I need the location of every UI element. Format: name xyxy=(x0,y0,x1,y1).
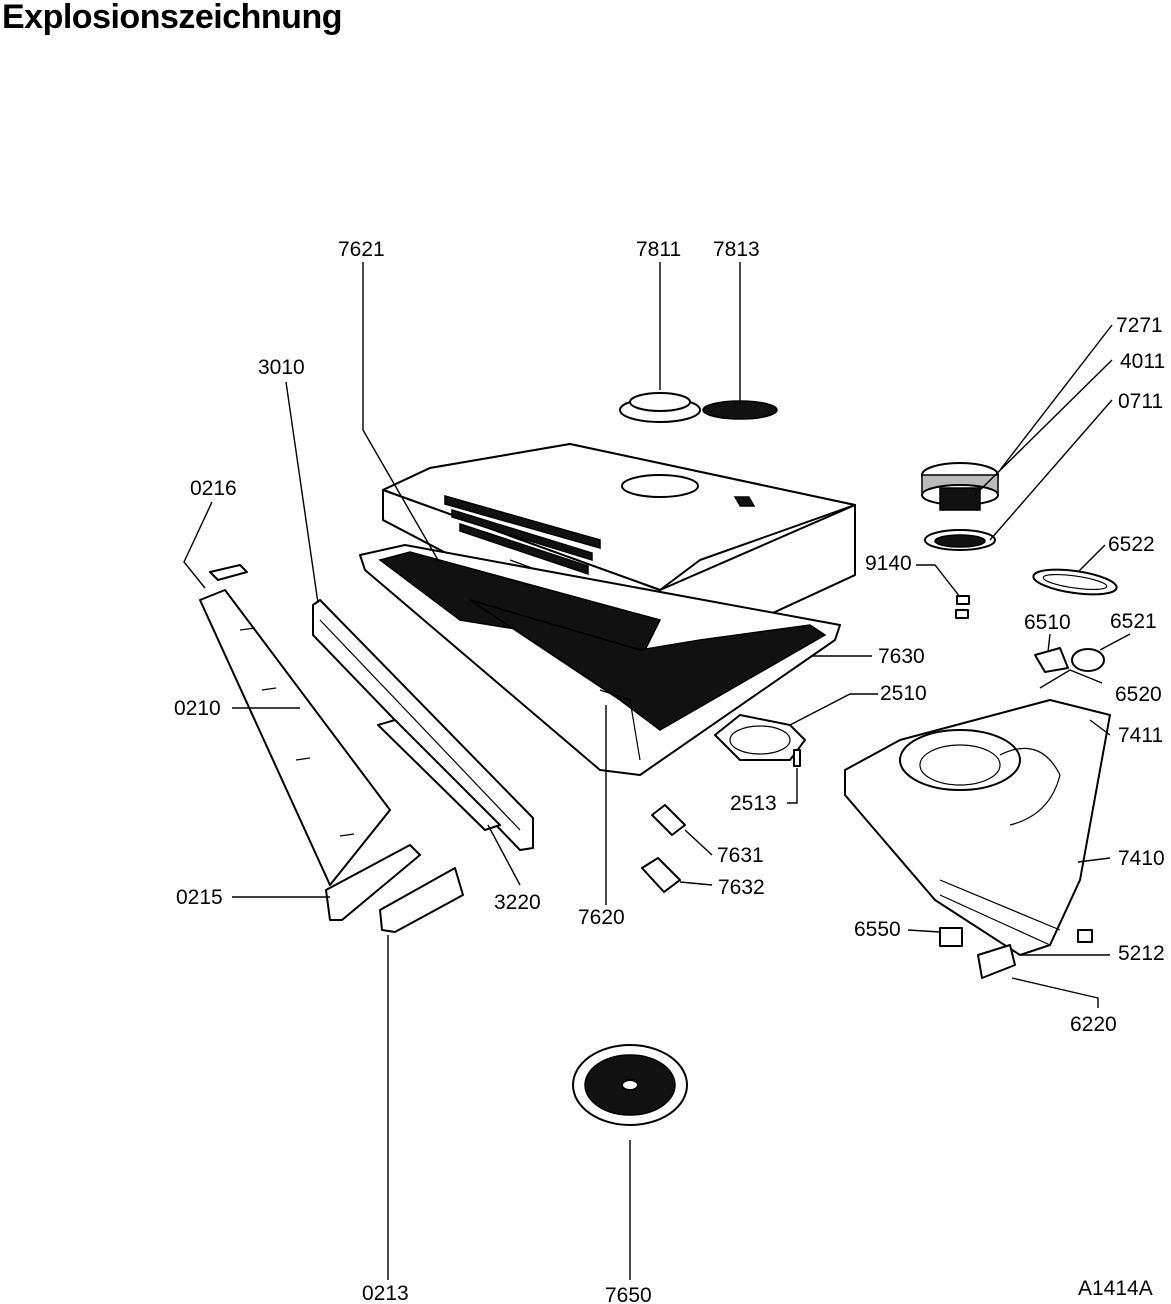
label-0213: 0213 xyxy=(362,1282,409,1304)
label-7621: 7621 xyxy=(338,238,385,261)
switch-6550 xyxy=(939,927,963,947)
oval-plate-6522 xyxy=(1032,568,1118,596)
label-6550: 6550 xyxy=(854,918,901,941)
page-title: Explosionszeichnung xyxy=(2,0,342,36)
label-9140: 9140 xyxy=(865,552,912,575)
drawing-reference: A1414A xyxy=(1078,1277,1153,1300)
fan-housing-7410 xyxy=(844,699,1111,956)
label-6510: 6510 xyxy=(1024,611,1071,634)
motor-stack xyxy=(921,462,999,551)
label-7411: 7411 xyxy=(1118,724,1163,747)
leader-lines xyxy=(183,262,1131,1280)
handle-0215 xyxy=(325,844,421,921)
glass-panel-0210 xyxy=(199,589,391,886)
label-7811: 7811 xyxy=(636,238,681,261)
label-3010: 3010 xyxy=(258,356,305,379)
label-2513: 2513 xyxy=(730,792,777,815)
label-5212: 5212 xyxy=(1118,942,1165,965)
label-4011: 4011 xyxy=(1120,350,1165,373)
lamp-assembly xyxy=(1034,647,1105,673)
carbon-filter-7650 xyxy=(572,1044,688,1126)
front-panel-3010 xyxy=(312,599,534,851)
label-2510: 2510 xyxy=(880,682,927,705)
label-0210: 0210 xyxy=(174,697,221,720)
label-7410: 7410 xyxy=(1118,847,1165,870)
bracket-0216 xyxy=(209,564,248,581)
oval-duct xyxy=(714,714,806,761)
label-0216: 0216 xyxy=(190,477,237,500)
label-0711: 0711 xyxy=(1118,390,1163,413)
label-7813: 7813 xyxy=(713,238,760,261)
small-nut-9140 xyxy=(955,595,970,619)
strip-3220 xyxy=(377,719,501,831)
control-6220 xyxy=(977,944,1016,979)
label-7630: 7630 xyxy=(878,645,925,668)
label-6520: 6520 xyxy=(1115,683,1162,706)
clip-7632 xyxy=(641,857,681,893)
screw-2513 xyxy=(793,749,801,767)
label-6220: 6220 xyxy=(1070,1013,1117,1036)
label-3220: 3220 xyxy=(494,891,541,914)
endcap-0213 xyxy=(379,867,464,933)
label-7631: 7631 xyxy=(717,844,764,867)
label-7271: 7271 xyxy=(1116,314,1163,337)
label-7620: 7620 xyxy=(578,906,625,929)
label-0215: 0215 xyxy=(176,886,223,909)
nut-5212 xyxy=(1077,929,1093,943)
label-6521: 6521 xyxy=(1110,610,1157,633)
part-labels: 7621 7811 7813 7271 4011 0711 3010 0216 … xyxy=(174,238,1165,1304)
label-7632: 7632 xyxy=(718,876,765,899)
clip-7631 xyxy=(651,804,686,836)
grease-filter-frame xyxy=(359,544,841,776)
collar-7811 xyxy=(619,392,701,423)
label-6522: 6522 xyxy=(1108,533,1155,556)
label-7650: 7650 xyxy=(605,1284,652,1304)
